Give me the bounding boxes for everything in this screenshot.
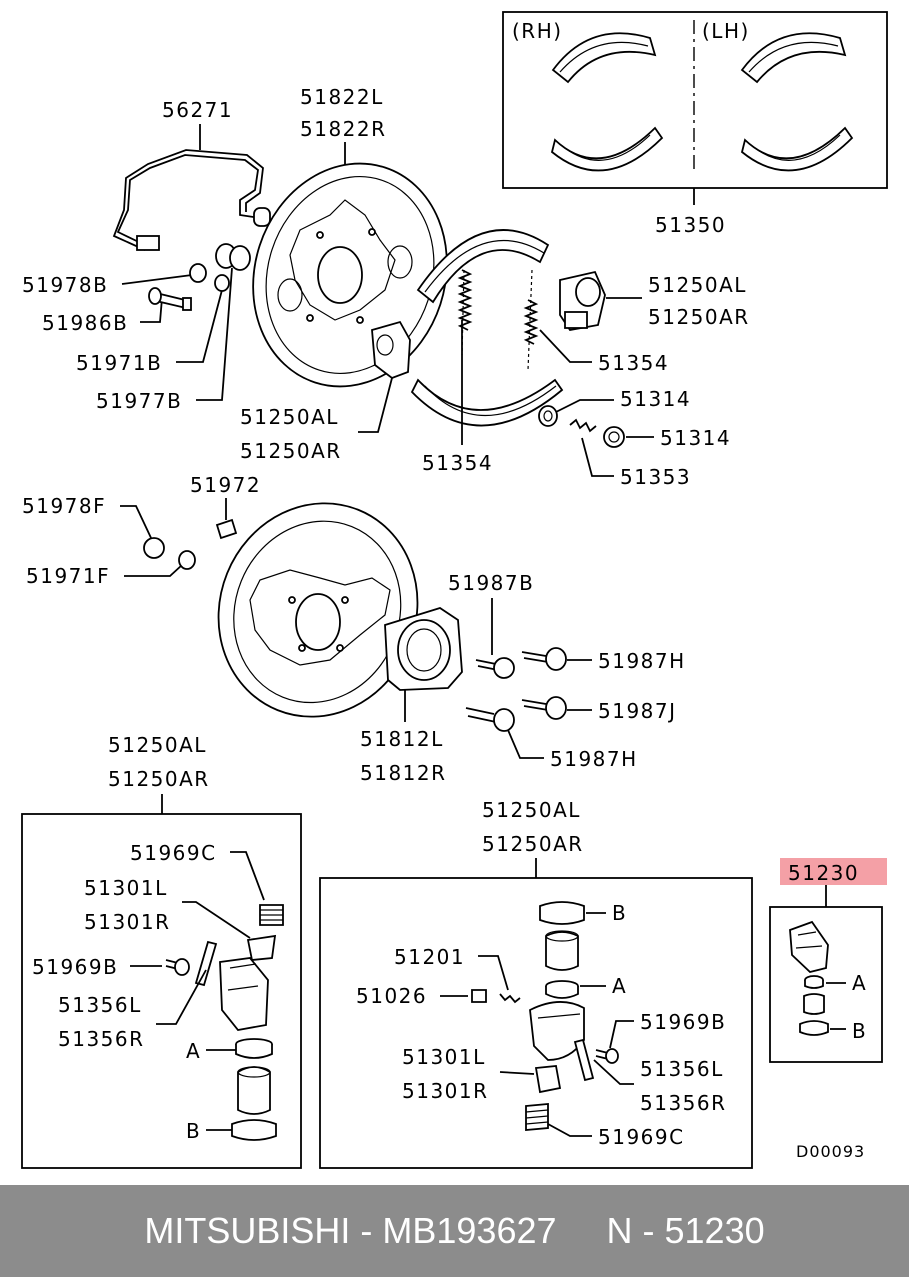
brake-drum [217, 502, 419, 718]
label-51301L-a: 51301L [84, 876, 168, 900]
label-51250AR-b: 51250AR [648, 305, 750, 329]
hub-bolts: 51987B 51987H 51987J 51987H [448, 571, 686, 771]
label-51250AR-c: 51250AR [108, 767, 210, 791]
label-51356R-b: 51356R [640, 1091, 727, 1115]
label-51969C-a: 51969C [130, 841, 217, 865]
mounting-hardware-upper: 51978B 51986B 51971B 51977B [22, 243, 251, 413]
label-B-mid: B [612, 901, 627, 925]
footer-text: MITSUBISHI - MB193627 N - 51230 [144, 1210, 765, 1251]
label-51356L-b: 51356L [640, 1057, 724, 1081]
label-51812L: 51812L [360, 727, 444, 751]
brake-shoe-set-box: (RH) (LH) 51350 [502, 11, 888, 237]
label-51987J: 51987J [598, 699, 677, 723]
footer-bar: MITSUBISHI - MB193627 N - 51230 [0, 1185, 909, 1277]
label-51250AL-a: 51250AL [240, 405, 339, 429]
parts-diagram: (RH) (LH) 51350 56271 51822L 51822R [21, 11, 888, 1169]
label-51353: 51353 [620, 465, 691, 489]
label-B-left: B [186, 1119, 201, 1143]
wheel-cylinder-box-left: 51250AL 51250AR 51969C 51301L 51301R 519… [21, 733, 302, 1169]
label-51354-a: 51354 [598, 351, 669, 375]
label-51250AL-b: 51250AL [648, 273, 747, 297]
label-51314-b: 51314 [660, 426, 731, 450]
label-51969B-a: 51969B [32, 955, 118, 979]
label-51978B: 51978B [22, 273, 108, 297]
label-51822R: 51822R [300, 117, 387, 141]
label-A-left: A [186, 1039, 201, 1063]
label-51354-b: 51354 [422, 451, 493, 475]
label-56271: 56271 [162, 98, 233, 122]
label-51350: 51350 [655, 213, 726, 237]
label-51987H-b: 51987H [550, 747, 638, 771]
label-51250AR-a: 51250AR [240, 439, 342, 463]
brake-pipe: 56271 [112, 98, 271, 251]
label-51969C-b: 51969C [598, 1125, 685, 1149]
label-51201: 51201 [394, 945, 465, 969]
label-51250AL-d: 51250AL [482, 798, 581, 822]
mounting-hardware-lower: 51978F 51972 51971F [22, 473, 261, 588]
label-51314-a: 51314 [620, 387, 691, 411]
diagram-code: D00093 [796, 1142, 865, 1161]
label-51977B: 51977B [96, 389, 182, 413]
label-A-mid: A [612, 974, 627, 998]
label-51972: 51972 [190, 473, 261, 497]
hub-flange: 51812L 51812R [360, 607, 463, 785]
wheel-cylinder-top: 51250AL 51250AR [559, 270, 750, 331]
label-51301R-a: 51301R [84, 910, 171, 934]
label-51812R: 51812R [360, 761, 447, 785]
label-51250AR-d: 51250AR [482, 832, 584, 856]
brake-shoe-assembly: 51354 51354 [410, 229, 669, 475]
label-51978F: 51978F [22, 494, 106, 518]
label-51822L: 51822L [300, 85, 384, 109]
label-B-right: B [852, 1019, 867, 1043]
label-51987B: 51987B [448, 571, 534, 595]
label-lh: (LH) [702, 19, 750, 43]
label-51301R-b: 51301R [402, 1079, 489, 1103]
label-51987H-a: 51987H [598, 649, 686, 673]
label-51301L-b: 51301L [402, 1045, 486, 1069]
label-51971F: 51971F [26, 564, 110, 588]
label-A-right: A [852, 971, 867, 995]
wheel-cylinder-box-middle: 51250AL 51250AR B A 51201 51026 51969B 5… [319, 798, 753, 1169]
wheel-cylinder-callout: 51250AL 51250AR [240, 320, 411, 463]
part-number-highlight [780, 858, 887, 885]
highlighted-part-box: 51230 A B [769, 858, 887, 1063]
label-51356L-a: 51356L [58, 993, 142, 1017]
label-51356R-a: 51356R [58, 1027, 145, 1051]
backing-plate: 51822L 51822R [252, 85, 448, 388]
label-51986B: 51986B [42, 311, 128, 335]
label-51026: 51026 [356, 984, 427, 1008]
label-51969B-b: 51969B [640, 1010, 726, 1034]
adjuster-parts: 51314 51314 51353 [538, 387, 731, 489]
label-51230: 51230 [788, 861, 859, 885]
label-51250AL-c: 51250AL [108, 733, 207, 757]
label-51971B: 51971B [76, 351, 162, 375]
label-rh: (RH) [512, 19, 563, 43]
